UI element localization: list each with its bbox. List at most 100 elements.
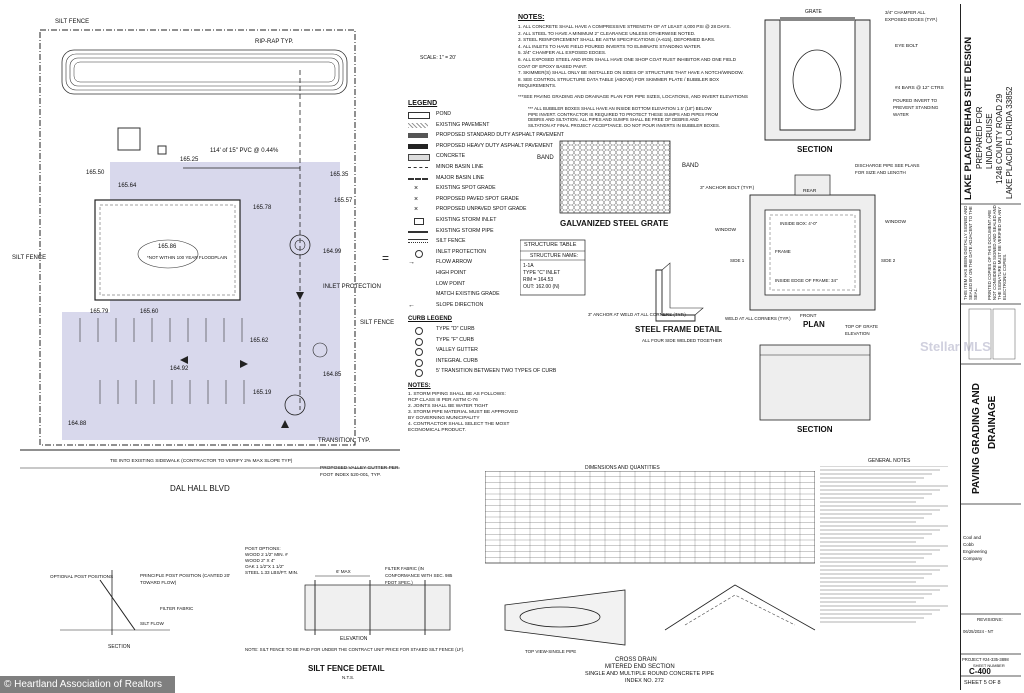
legend-notes-title: NOTES: xyxy=(408,383,431,389)
legend-item: EXISTING STORM PIPE xyxy=(408,227,520,238)
prepared-for: PREPARED FOR xyxy=(975,106,984,169)
legend-note-line: 3. STORM PIPE MATERIAL MUST BE APPROVED xyxy=(408,410,518,415)
legend-item: LOW POINT xyxy=(408,280,520,291)
paving-ref: ***SEE PAVING GRADING AND DRAINAGE PLAN … xyxy=(518,94,748,99)
side-2-label: SIDE 2 xyxy=(881,258,896,263)
note-line: 2. ALL STEEL TO HAVE A MINIMUM 2" CLEARA… xyxy=(518,30,696,36)
grade-9: 164.85 xyxy=(323,372,342,378)
legend-item: INLET PROTECTION xyxy=(408,248,520,259)
curb-legend-item: TYPE "F" CURB xyxy=(408,336,520,347)
title-block: LAKE PLACID REHAB SITE DESIGN PREPARED F… xyxy=(960,4,1021,690)
tie-note: TIE INTO EXISTING SIDEWALK (CONTRACTOR T… xyxy=(110,459,293,464)
legend-symbol: ← xyxy=(408,301,415,309)
legend-label: EXISTING STORM INLET xyxy=(436,217,497,223)
structure-row-1: 1-1A xyxy=(523,263,534,269)
legend-symbol xyxy=(408,143,428,149)
grade-12: 164.88 xyxy=(68,421,87,427)
legend-note-line: RCP CLASS III PER ASTM C-76 xyxy=(408,398,478,403)
silt-post-option: OAK 1 1/2"X 1 1/2" xyxy=(245,564,285,569)
silt-6max: 6' MAX xyxy=(336,569,351,574)
inside-edge-label: INSIDE EDGE OF FRAME: 34" xyxy=(775,278,838,283)
legend-label: MATCH EXISTING GRADE xyxy=(436,291,500,298)
discharge-label: DISCHARGE PIPE SEE PLANS FOR SIZE AND LE… xyxy=(855,163,920,175)
curb-label: TYPE "F" CURB xyxy=(436,336,474,343)
grade-7: 165.60 xyxy=(140,309,159,315)
legend-symbol xyxy=(408,239,428,244)
table-grid xyxy=(485,471,815,564)
legend-label: HIGH POINT xyxy=(436,270,467,276)
legend-note-line: BY GOVERNING MUNICIPALITY xyxy=(408,416,480,421)
legend-note-line: 2. JOINTS SHALL BE WATER TIGHT xyxy=(408,404,489,409)
silt-post-option: STEEL 1.33 LBS/FT. MIN. xyxy=(245,570,299,575)
legend-item: MAJOR BASIN LINE xyxy=(408,174,520,185)
silt-note: NOTE: SILT FENCE TO BE PAID FOR UNDER TH… xyxy=(245,647,465,652)
legend-note-line: ECONOMICAL PRODUCT. xyxy=(408,428,466,433)
frame-label: FRAME xyxy=(775,249,791,254)
section-title-1: SECTION xyxy=(797,145,833,154)
note-line: 4. ALL INLETS TO HAVE FIELD POURED INVER… xyxy=(518,43,702,49)
window-left-label: WINDOW xyxy=(715,228,737,233)
grade-3: 165.50 xyxy=(86,170,105,176)
weld-label: WELD AT ALL CORNERS (TYP.) xyxy=(725,316,791,321)
legend-label: FLOW ARROW xyxy=(436,259,473,266)
legend-label: POND xyxy=(436,111,451,117)
silt-filter-fabric: FILTER FABRIC xyxy=(160,606,194,611)
grade-11: 165.19 xyxy=(253,390,272,396)
silt-post-option: WOOD 2" X 4" xyxy=(245,558,276,563)
silt-fence-sub: N.T.S. xyxy=(342,675,355,680)
rear-label: REAR xyxy=(803,189,817,194)
rip-rap-label: RIP-RAP TYP. xyxy=(255,39,294,45)
legend-item: EXISTING PAVEMENT xyxy=(408,121,520,132)
silt-fence-drawing xyxy=(60,570,451,635)
grade-10: 165.62 xyxy=(250,338,269,344)
legend-label: PROPOSED UNPAVED SPOT GRADE xyxy=(436,206,527,213)
silt-section-label: SECTION xyxy=(108,644,131,650)
site-plan-drawing xyxy=(20,29,400,469)
legend-item: →FLOW ARROW xyxy=(408,258,520,269)
sheet-number-label: SHEET NUMBER xyxy=(973,663,1005,668)
legend-label: MAJOR BASIN LINE xyxy=(436,174,485,181)
site-plan: SILT FENCE SILT FENCE SILT FENCE RIP-RAP… xyxy=(0,0,456,520)
sheet-name-2: DRAINAGE xyxy=(987,395,998,449)
mitered-sub: SINGLE AND MULTIPLE ROUND CONCRETE PIPE xyxy=(585,671,715,677)
legend-symbol xyxy=(408,133,428,139)
legend-symbol xyxy=(408,282,428,287)
note-line: COAT OF EPOXY BASED PAINT. xyxy=(518,63,588,69)
grade-5: 165.78 xyxy=(253,205,272,211)
legend-label: SILT FENCE xyxy=(436,238,466,245)
printed-note: PRINTED COPIES OF THIS DOCUMENT ARE NOT … xyxy=(987,205,1007,300)
notes-block: NOTES: 1. ALL CONCRETE SHALL HAVE A COMP… xyxy=(518,14,748,134)
silt-principle-post: PRINCIPLE POST POSITION (CANTED 20' TOWA… xyxy=(140,573,231,585)
legend-item: ×PROPOSED UNPAVED SPOT GRADE xyxy=(408,205,527,216)
separator-mark: = xyxy=(382,251,390,265)
legend-symbol: × xyxy=(414,195,419,203)
note-line: 7. SKIMMER(S) SHALL ONLY BE INSTALLED ON… xyxy=(518,70,744,76)
curb-symbol xyxy=(415,348,423,357)
legend-symbol: × xyxy=(414,185,419,193)
silt-fence-title: SILT FENCE DETAIL xyxy=(308,664,385,673)
curb-label: 5' TRANSITION BETWEEN TWO TYPES OF CURB xyxy=(436,368,557,375)
curb-legend-item: VALLEY GUTTER xyxy=(408,346,520,357)
legend-item: SILT FENCE xyxy=(408,237,520,248)
chamfer-label: 3/4" CHAMFER ALL EXPOSED EDGES (TYP.) xyxy=(885,10,938,22)
curb-symbol xyxy=(415,358,423,367)
bubbler-note-line: *** ALL BUBBLER BOXES SHALL HAVE AN INSI… xyxy=(528,106,712,111)
grade-1: 165.25 xyxy=(180,157,199,163)
revisions-label: REVISIONS: xyxy=(977,617,1003,622)
revision-date: 06/25/2024 - NT xyxy=(963,629,994,634)
mls-watermark: Stellar MLS xyxy=(920,339,991,354)
section-title-2: SECTION xyxy=(797,425,833,434)
legend-symbol xyxy=(414,218,424,225)
general-notes-text xyxy=(820,466,948,623)
structure-row-3: RIM = 164.53 xyxy=(523,277,554,283)
legend-item: POND xyxy=(408,110,520,121)
mitered-title: MITERED END SECTION xyxy=(605,664,675,670)
legend-label: INLET PROTECTION xyxy=(436,248,487,255)
bubbler-note-line: SILTATION AT FINAL PROJECT ACCEPTANCE. D… xyxy=(528,122,721,128)
legend-symbol xyxy=(408,292,428,297)
note-line: 6. ALL EXPOSED STEEL AND IRON SHALL HAVE… xyxy=(518,57,737,62)
silt-flow: SILT FLOW xyxy=(140,621,164,626)
silt-post-option: WOOD 2 1/2" MIN. # xyxy=(245,552,288,557)
front-label: FRONT xyxy=(800,314,817,319)
